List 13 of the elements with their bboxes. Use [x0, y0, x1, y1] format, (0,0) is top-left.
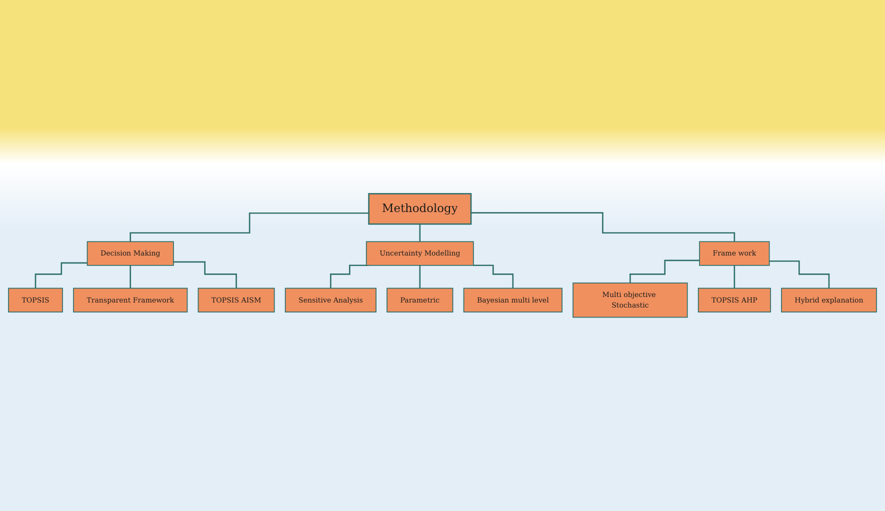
connector: [419, 264, 421, 289]
connector: [630, 260, 700, 284]
connector: [34, 262, 88, 289]
connector: [473, 264, 514, 289]
connector: [419, 223, 421, 242]
node-box: Methodology: [368, 193, 472, 225]
connector: [734, 264, 736, 289]
connector: [330, 264, 369, 289]
connector: [130, 264, 132, 289]
connector: [769, 260, 830, 289]
connector: [471, 212, 736, 242]
connector: [130, 212, 369, 242]
connector: [173, 261, 237, 289]
